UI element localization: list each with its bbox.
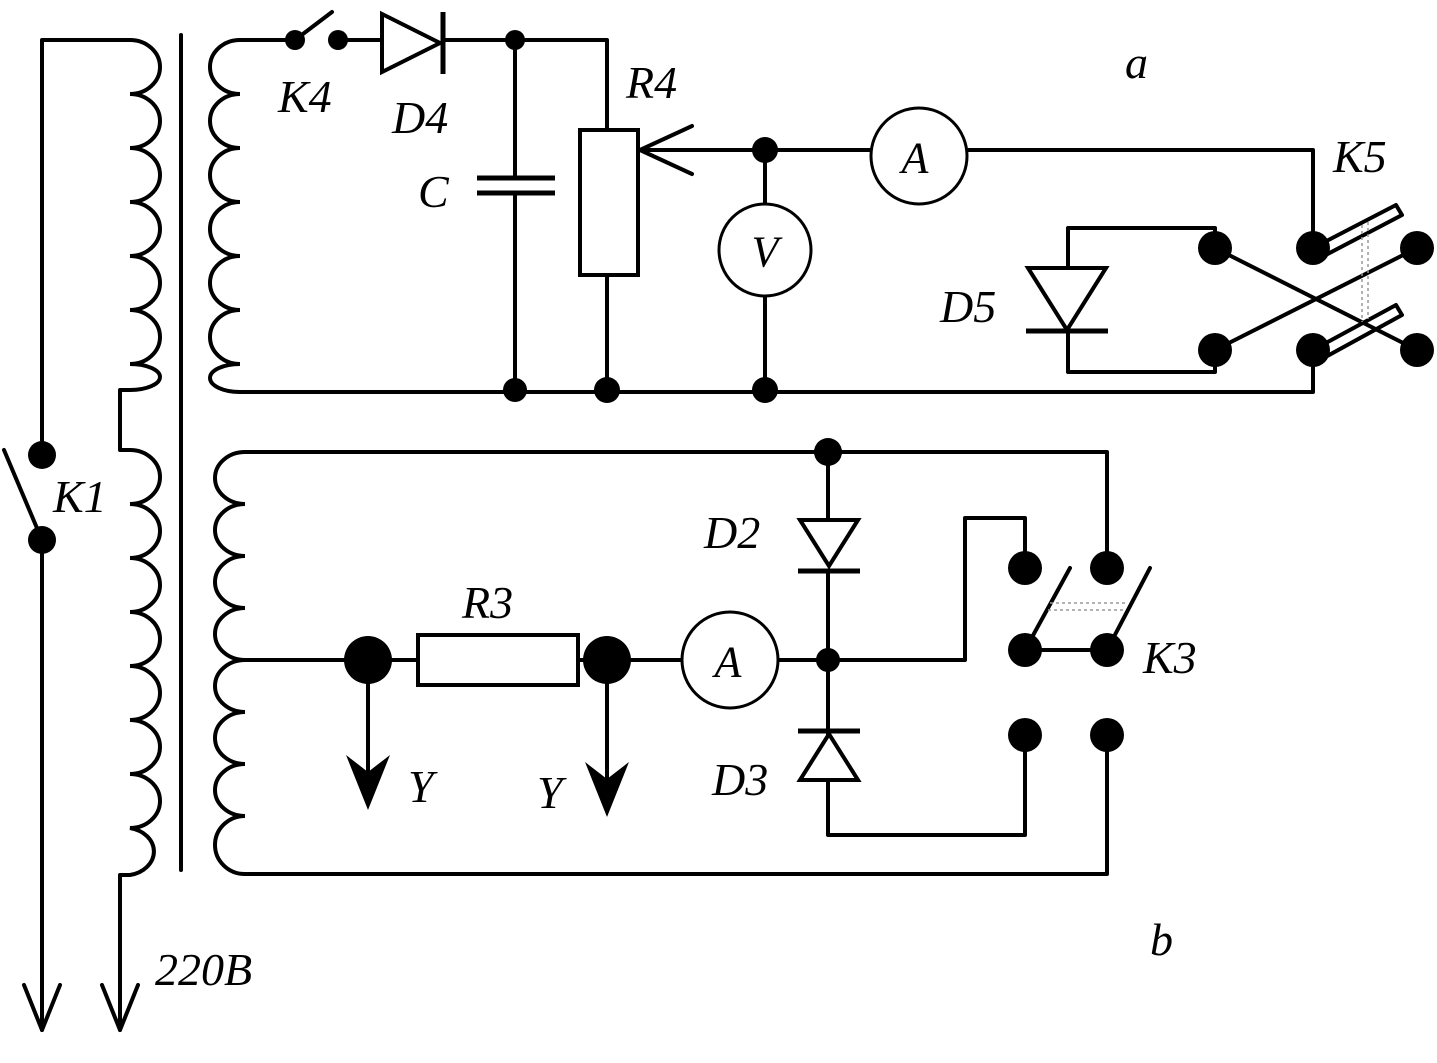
ammeter-top xyxy=(869,106,969,206)
label-c: C xyxy=(418,166,450,217)
primary-circuit xyxy=(2,38,162,1032)
k1-switch-blade[interactable] xyxy=(2,448,44,542)
diode-d5 xyxy=(1024,266,1110,334)
k4-switch-blade[interactable] xyxy=(293,10,334,42)
primary-coil-link xyxy=(118,388,132,452)
k5-lever-lower[interactable] xyxy=(1311,303,1404,362)
r4-wiper-arrow xyxy=(638,124,694,176)
wire-a-meter xyxy=(763,148,1315,244)
resistor-r4 xyxy=(578,128,640,277)
label-section-a: a xyxy=(1125,37,1148,88)
diode-d4 xyxy=(380,10,445,76)
label-section-b: b xyxy=(1150,914,1173,965)
primary-coil-lower xyxy=(120,448,162,877)
k3-lever-right[interactable] xyxy=(1105,566,1152,652)
diode-d3 xyxy=(796,730,862,782)
primary-coil-upper xyxy=(129,38,162,392)
label-d3: D3 xyxy=(711,754,768,805)
resistor-r3 xyxy=(416,633,580,687)
wire-d3 xyxy=(826,733,1027,837)
secondary-coil-a xyxy=(208,38,241,394)
k1-contact-top xyxy=(28,441,56,469)
label-y-left: Y xyxy=(408,761,438,812)
label-supply-220b: 220B xyxy=(155,944,252,995)
k5-lever-upper[interactable] xyxy=(1311,203,1404,260)
wire-b-bottom xyxy=(243,733,1109,876)
wire-d5 xyxy=(1066,226,1217,374)
y-arrow-right xyxy=(585,762,629,817)
labels: K4 D4 R4 C a K5 D5 K1 D2 R3 K3 D3 Y Y b … xyxy=(52,37,1387,995)
node-c-top xyxy=(505,30,525,50)
k5-mechanical-link xyxy=(1361,222,1369,322)
k3-contact-1 xyxy=(1008,551,1042,585)
label-r4: R4 xyxy=(625,57,677,108)
label-d2: D2 xyxy=(703,507,760,558)
secondary-coil-b xyxy=(213,450,246,876)
capacitor-c xyxy=(477,175,555,196)
k4-contact-right xyxy=(328,30,348,50)
k3-contact-2 xyxy=(1090,551,1124,585)
supply-arrow-right xyxy=(100,983,140,1032)
wire-b-middle xyxy=(236,516,1027,662)
ammeter-bottom-label: A xyxy=(712,638,743,687)
label-d5: D5 xyxy=(939,281,996,332)
voltmeter-label: V xyxy=(752,228,784,277)
label-k1: K1 xyxy=(52,471,107,522)
node-wiper xyxy=(752,137,778,163)
wire-b-top xyxy=(243,450,1109,570)
label-r3: R3 xyxy=(461,577,513,628)
label-y-right: Y xyxy=(537,767,567,818)
circuit-a: A V xyxy=(208,10,1434,403)
supply-arrow-left xyxy=(22,983,62,1032)
y-arrow-left xyxy=(346,755,390,810)
k3-mechanical-link xyxy=(1048,602,1127,611)
k3-lever-left[interactable] xyxy=(1023,566,1072,652)
label-k5: K5 xyxy=(1332,131,1387,182)
node-d-mid xyxy=(816,648,840,672)
ammeter-top-label: A xyxy=(899,134,930,183)
node-v-bottom xyxy=(752,377,778,403)
circuit-b: A xyxy=(213,438,1152,876)
ammeter-bottom xyxy=(680,610,780,710)
label-d4: D4 xyxy=(391,92,448,143)
node-r4-bottom xyxy=(594,377,620,403)
k5-cross-wire-2 xyxy=(1213,246,1419,352)
label-k4: K4 xyxy=(277,71,332,122)
label-k3: K3 xyxy=(1142,632,1197,683)
supply-line-left xyxy=(40,38,132,1032)
k3-contact-5 xyxy=(1008,718,1042,752)
voltmeter xyxy=(717,202,813,298)
k3-contact-6 xyxy=(1090,718,1124,752)
diode-d2 xyxy=(796,518,862,570)
node-c-bottom xyxy=(503,378,527,402)
